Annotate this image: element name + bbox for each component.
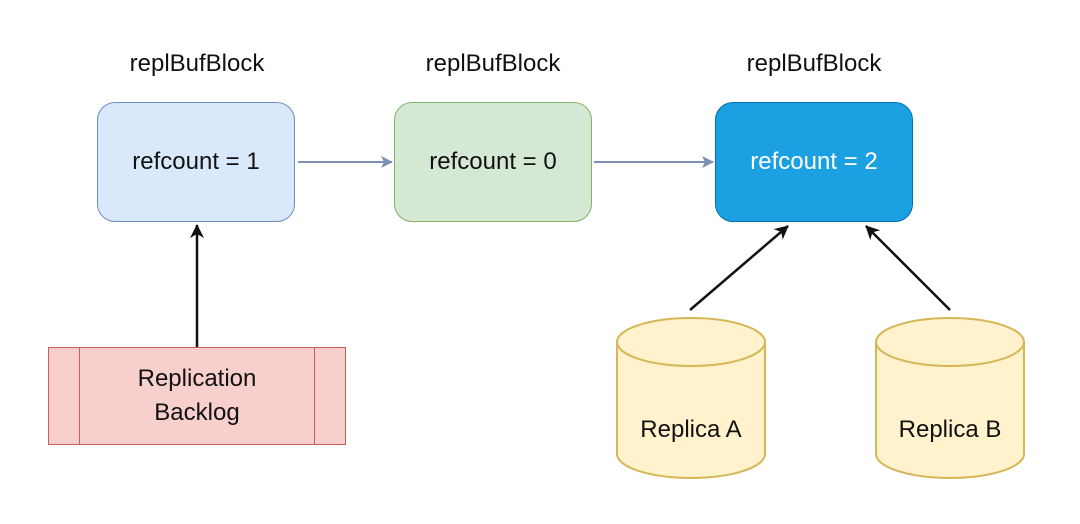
replica-b-cylinder xyxy=(875,317,1025,479)
replica-b-label: Replica B xyxy=(898,416,1002,443)
replication-backlog: Replication Backlog xyxy=(48,347,346,445)
replica-a-label: Replica A xyxy=(640,416,742,443)
block-3-title: replBufBlock xyxy=(746,50,882,77)
repl-buf-block-2: refcount = 0 xyxy=(394,102,592,222)
backlog-right-rail xyxy=(314,348,315,444)
replica-a-ref-arrow xyxy=(689,225,789,311)
backlog-left-rail xyxy=(79,348,80,444)
block-2-title: replBufBlock xyxy=(425,50,561,77)
block-1-title: replBufBlock xyxy=(129,50,265,77)
repl-buf-block-3: refcount = 2 xyxy=(715,102,913,222)
block-3-refcount: refcount = 2 xyxy=(750,148,878,175)
block-1-refcount: refcount = 1 xyxy=(132,148,260,175)
backlog-label: Replication Backlog xyxy=(137,365,257,426)
repl-buf-block-1: refcount = 1 xyxy=(97,102,295,222)
replica-b-ref-arrow xyxy=(865,225,951,311)
block-2-refcount: refcount = 0 xyxy=(429,148,557,175)
replica-a-cylinder xyxy=(616,317,766,479)
